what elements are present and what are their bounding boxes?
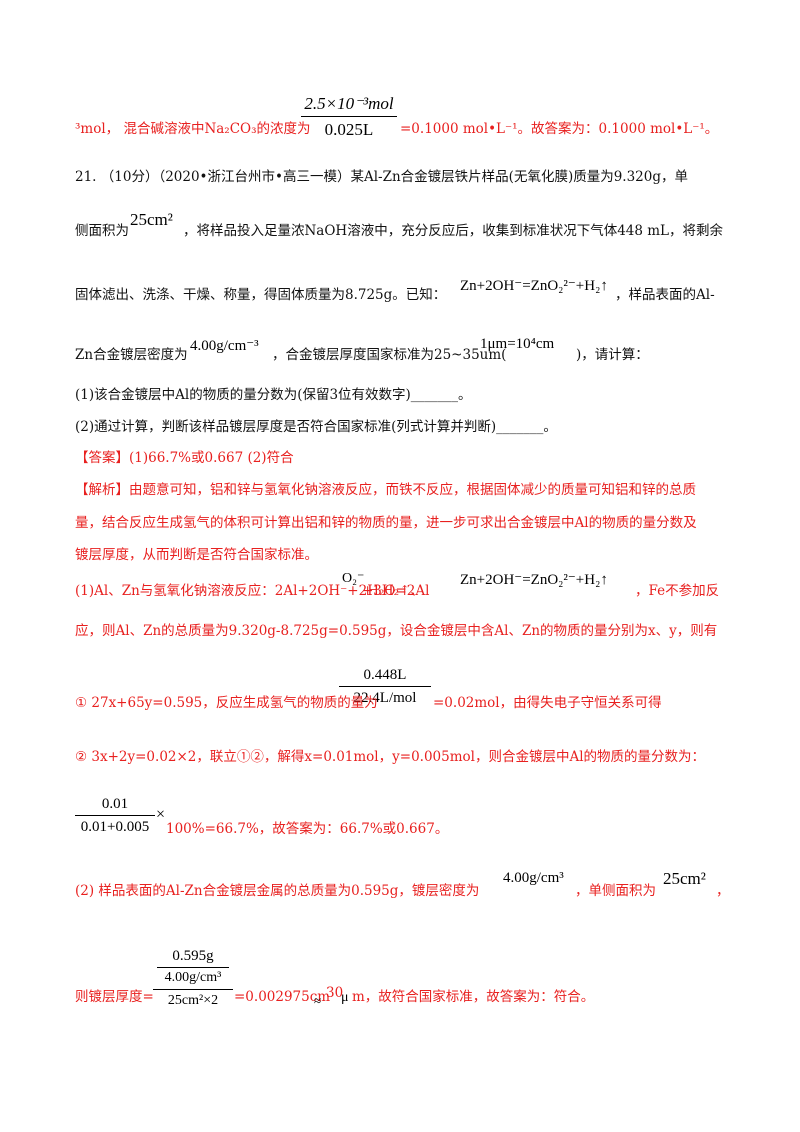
question-line-2a: 侧面积为 bbox=[75, 223, 129, 239]
question-line-1: 21. （10分）（2020•浙江台州市•高三一模）某Al-Zn合金镀层铁片样品… bbox=[75, 169, 688, 185]
analysis-p3-b: =0.02mol，由得失电子守恒关系可得 bbox=[433, 695, 662, 711]
question-line-4b: ，合金镀层厚度国家标准为25~35um( bbox=[272, 347, 507, 363]
fraction-numerator: 0.448L bbox=[363, 667, 407, 683]
al-fraction: 0.01 0.01+0.005 bbox=[75, 796, 155, 836]
prev-answer-right: =0.1000 mol•L⁻¹。故答案为：0.1000 mol•L⁻¹。 bbox=[400, 121, 719, 137]
answer-tag: 【答案】 bbox=[75, 450, 129, 466]
outer-fraction-bar bbox=[153, 989, 233, 990]
analysis-tag: 【解析】 bbox=[75, 482, 129, 498]
micrometer-math: 1μm=10⁴cm bbox=[480, 336, 555, 352]
analysis-p6-b: ，单侧面积为 bbox=[575, 883, 656, 899]
density-2-math: 4.00g/cm³ bbox=[503, 870, 564, 886]
question-line-2b: ，将样品投入足量浓NaOH溶液中，充分反应后，收集到标准状况下气体448 mL，… bbox=[183, 223, 724, 239]
analysis-p7-b: =0.002975cm bbox=[234, 989, 331, 1005]
analysis-p6-c: ， bbox=[716, 883, 730, 899]
analysis-p6-a: (2) 样品表面的Al-Zn合金镀层金属的总质量为0.595g，镀层密度为 bbox=[75, 883, 480, 899]
analysis-line-2: 量，结合反应生成氢气的体积可计算出铝和锌的物质的量，进一步可求出合金镀层中Al的… bbox=[75, 515, 697, 531]
analysis-text-1: 由题意可知，铝和锌与氢氧化钠溶液反应，而铁不反应，根据固体减少的质量可知铝和锌的… bbox=[129, 482, 696, 498]
inner-fraction-bar bbox=[157, 967, 229, 968]
fraction-denominator: 22.4L/mol bbox=[353, 690, 417, 706]
analysis-p1-b: +3H₂↑、 bbox=[362, 583, 424, 599]
concentration-fraction: 2.5×10⁻³mol 0.025L bbox=[301, 94, 397, 140]
aluminate-ion-math: O₂⁻ bbox=[342, 571, 365, 586]
analysis-p2: 应，则Al、Zn的总质量为9.320g-8.725g=0.595g，设合金镀层中… bbox=[75, 623, 718, 639]
analysis-p1-c: ，Fe不参加反 bbox=[635, 583, 720, 599]
area-2-math: 25cm² bbox=[663, 869, 706, 888]
analysis-p4: ② 3x+2y=0.02×2，联立①②，解得x=0.01mol，y=0.005m… bbox=[75, 749, 706, 765]
fraction-denominator: 0.01+0.005 bbox=[80, 819, 150, 835]
analysis-p7-a: 则镀层厚度= bbox=[75, 989, 154, 1005]
density-math: 4.00g/cm⁻³ bbox=[190, 338, 259, 354]
analysis-p3-a: ① 27x+65y=0.595，反应生成氢气的物质的量为 bbox=[75, 695, 378, 711]
zn-equation-2-math: Zn+2OH⁻=ZnO₂²⁻+H₂↑ bbox=[460, 572, 608, 588]
fraction-bar bbox=[301, 116, 397, 117]
fraction-bar bbox=[75, 815, 155, 816]
outer-denominator: 25cm²×2 bbox=[167, 993, 219, 1008]
approx-sign: ≈ bbox=[314, 993, 322, 1008]
analysis-p5: 100%=66.7%，故答案为：66.7%或0.667。 bbox=[166, 821, 449, 837]
question-part-1: (1)该合金镀层中Al的物质的量分数为(保留3位有效数字)_______。 bbox=[75, 387, 472, 403]
question-line-3a: 固体滤出、洗涤、干燥、称量，得固体质量为8.725g。已知： bbox=[75, 287, 447, 303]
inner-denominator: 4.00g/cm³ bbox=[164, 970, 222, 985]
analysis-line-1: 【解析】由题意可知，铝和锌与氢氧化钠溶液反应，而铁不反应，根据固体减少的质量可知… bbox=[75, 481, 696, 499]
times-sign: × bbox=[156, 806, 166, 823]
analysis-p7-c: m，故符合国家标准，故答案为：符合。 bbox=[352, 989, 595, 1005]
thickness-fraction: 0.595g 4.00g/cm³ 25cm²×2 bbox=[153, 948, 233, 1009]
prev-answer-left: ³mol， 混合碱溶液中Na₂CO₃的浓度为 bbox=[75, 121, 311, 137]
answer-text: (1)66.7%或0.667 (2)符合 bbox=[129, 450, 294, 466]
question-line-4a: Zn合金镀层密度为 bbox=[75, 347, 188, 363]
fraction-bar bbox=[339, 686, 431, 687]
area-math: 25cm² bbox=[130, 210, 173, 229]
zn-equation-math: Zn+2OH⁻=ZnO₂²⁻+H₂↑ bbox=[460, 278, 608, 294]
fraction-denominator: 0.025L bbox=[324, 120, 374, 139]
question-line-4c: )，请计算： bbox=[576, 347, 649, 363]
question-line-3b: ，样品表面的Al- bbox=[615, 287, 715, 303]
answer-line: 【答案】(1)66.7%或0.667 (2)符合 bbox=[75, 449, 294, 467]
mu-symbol: μ bbox=[341, 990, 349, 1005]
outer-numerator: 0.595g bbox=[172, 948, 214, 964]
thickness-value: 30 bbox=[326, 985, 344, 1001]
fraction-numerator: 2.5×10⁻³mol bbox=[304, 94, 394, 113]
analysis-line-3: 镀层厚度，从而判断是否符合国家标准。 bbox=[75, 547, 318, 563]
hydrogen-moles-fraction: 0.448L 22.4L/mol bbox=[339, 667, 431, 707]
fraction-numerator: 0.01 bbox=[101, 796, 129, 812]
analysis-p1-a: (1)Al、Zn与氢氧化钠溶液反应：2Al+2OH⁻+2H₂O=2Al bbox=[75, 583, 430, 599]
question-part-2: (2)通过计算，判断该样品镀层厚度是否符合国家标准(列式计算并判断)______… bbox=[75, 419, 557, 435]
